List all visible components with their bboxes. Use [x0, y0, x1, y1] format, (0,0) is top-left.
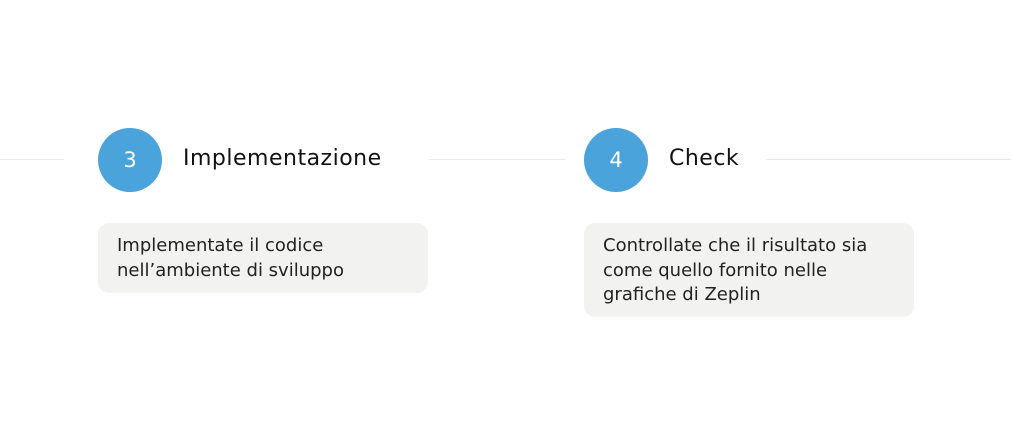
step-description-line: nell’ambiente di sviluppo	[117, 259, 344, 281]
step-title: Check	[669, 146, 740, 171]
step-description-card: Implementate il codice nell’ambiente di …	[98, 223, 428, 293]
step-number-badge: 3	[98, 128, 162, 192]
step-description-card: Controllate che il risultato sia come qu…	[584, 223, 914, 317]
step-title: Implementazione	[183, 146, 382, 171]
connector-line	[428, 159, 566, 160]
step-description-line: come quello fornito nelle	[603, 259, 828, 281]
step-description-line: Implementate il codice	[117, 235, 324, 256]
step-description-line: grafiche di Zeplin	[603, 284, 761, 305]
connector-line	[0, 159, 64, 160]
step-number-badge: 4	[584, 128, 648, 192]
connector-line	[766, 159, 1011, 160]
step-description-line: Controllate che il risultato sia	[603, 235, 868, 256]
